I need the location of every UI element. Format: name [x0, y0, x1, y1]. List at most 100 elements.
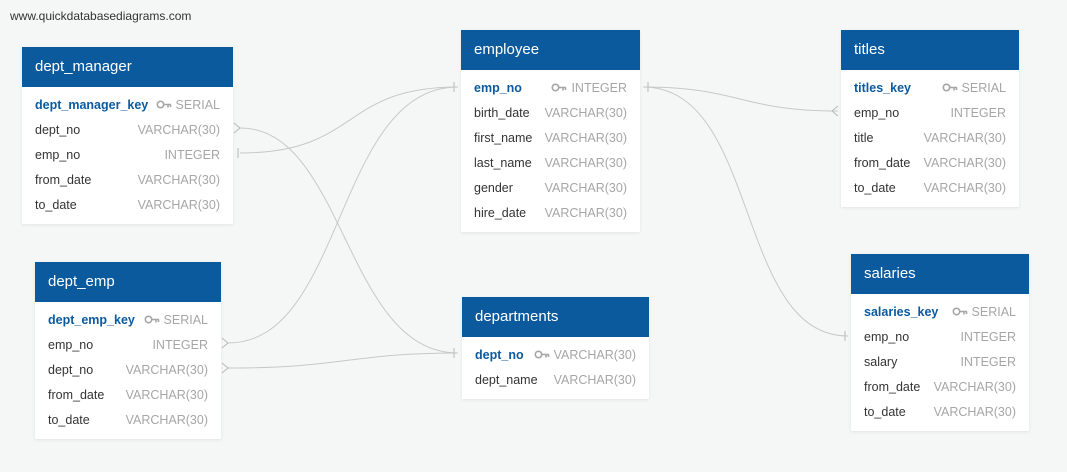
table-title[interactable]: dept_emp — [35, 262, 221, 302]
key-icon — [534, 350, 549, 359]
column-row[interactable]: emp_no INTEGER — [35, 333, 221, 358]
column-type: VARCHAR(30) — [137, 173, 220, 187]
column-name: dept_emp_key — [48, 313, 135, 327]
column-name: to_date — [48, 413, 90, 427]
column-type: INTEGER — [152, 338, 208, 352]
key-icon — [144, 315, 159, 324]
table-title[interactable]: titles — [841, 30, 1019, 70]
column-row[interactable]: gender VARCHAR(30) — [461, 176, 640, 201]
table-title[interactable]: employee — [461, 30, 640, 70]
column-name: to_date — [864, 405, 906, 419]
table-title[interactable]: dept_manager — [22, 47, 233, 87]
column-type: VARCHAR(30) — [125, 413, 208, 427]
column-row[interactable]: title VARCHAR(30) — [841, 126, 1019, 151]
column-row[interactable]: hire_date VARCHAR(30) — [461, 201, 640, 226]
column-name: hire_date — [474, 206, 527, 220]
column-row[interactable]: to_date VARCHAR(30) — [22, 193, 233, 218]
link-dept-manager-employee — [239, 86, 459, 154]
column-row[interactable]: dept_manager_key SERIAL — [22, 93, 233, 118]
column-type: VARCHAR(30) — [125, 388, 208, 402]
column-type: VARCHAR(30) — [137, 123, 220, 137]
key-icon — [952, 307, 967, 316]
column-type: VARCHAR(30) — [933, 380, 1016, 394]
table-title[interactable]: departments — [462, 297, 649, 337]
column-type: SERIAL — [961, 81, 1006, 95]
column-row[interactable]: dept_emp_key SERIAL — [35, 308, 221, 333]
column-name: dept_no — [475, 348, 524, 362]
column-type: SERIAL — [971, 305, 1016, 319]
column-name: emp_no — [854, 106, 900, 120]
table-titles[interactable]: titles titles_key SERIAL emp_no INTEGER … — [841, 30, 1019, 207]
column-name: emp_no — [864, 330, 910, 344]
column-name: last_name — [474, 156, 532, 170]
link-employee-salaries — [642, 86, 849, 337]
column-type: VARCHAR(30) — [544, 181, 627, 195]
column-row[interactable]: from_date VARCHAR(30) — [851, 375, 1029, 400]
column-row[interactable]: emp_no INTEGER — [851, 325, 1029, 350]
key-icon — [551, 83, 567, 92]
column-row[interactable]: emp_no INTEGER — [461, 76, 640, 101]
crowfoot-marker — [831, 105, 839, 117]
crowfoot-marker — [233, 122, 241, 134]
column-type: INTEGER — [571, 81, 627, 95]
table-title[interactable]: salaries — [851, 254, 1029, 294]
link-dept-emp-departments — [227, 352, 459, 369]
column-name: first_name — [474, 131, 533, 145]
column-name: emp_no — [48, 338, 94, 352]
watermark-text: www.quickdatabasediagrams.com — [10, 9, 192, 23]
table-salaries[interactable]: salaries salaries_key SERIAL emp_no INTE… — [851, 254, 1029, 431]
column-row[interactable]: to_date VARCHAR(30) — [851, 400, 1029, 425]
column-name: dept_no — [48, 363, 94, 377]
column-type: VARCHAR(30) — [923, 131, 1006, 145]
link-employee-titles — [642, 86, 839, 112]
column-name: salaries_key — [864, 305, 939, 319]
table-employee[interactable]: employee emp_no INTEGER birth_date VARCH… — [461, 30, 640, 232]
column-name: emp_no — [474, 81, 522, 95]
column-row[interactable]: from_date VARCHAR(30) — [22, 168, 233, 193]
column-type: VARCHAR(30) — [544, 106, 627, 120]
column-type: VARCHAR(30) — [553, 373, 636, 387]
column-row[interactable]: first_name VARCHAR(30) — [461, 126, 640, 151]
column-name: dept_manager_key — [35, 98, 149, 112]
column-row[interactable]: titles_key SERIAL — [841, 76, 1019, 101]
column-type: SERIAL — [163, 313, 208, 327]
column-row[interactable]: dept_no VARCHAR(30) — [462, 343, 649, 368]
column-row[interactable]: emp_no INTEGER — [841, 101, 1019, 126]
column-type: VARCHAR(30) — [544, 131, 627, 145]
column-type: INTEGER — [960, 330, 1016, 344]
table-dept-manager[interactable]: dept_manager dept_manager_key SERIAL dep… — [22, 47, 233, 224]
column-type: VARCHAR(30) — [544, 206, 627, 220]
column-row[interactable]: birth_date VARCHAR(30) — [461, 101, 640, 126]
column-type: VARCHAR(30) — [125, 363, 208, 377]
column-row[interactable]: last_name VARCHAR(30) — [461, 151, 640, 176]
column-row[interactable]: from_date VARCHAR(30) — [35, 383, 221, 408]
crowfoot-marker — [221, 362, 229, 374]
column-row[interactable]: to_date VARCHAR(30) — [841, 176, 1019, 201]
link-dept-emp-employee — [227, 86, 459, 344]
column-row[interactable]: salary INTEGER — [851, 350, 1029, 375]
table-dept-emp[interactable]: dept_emp dept_emp_key SERIAL emp_no INTE… — [35, 262, 221, 439]
column-row[interactable]: dept_name VARCHAR(30) — [462, 368, 649, 393]
column-name: from_date — [864, 380, 921, 394]
column-name: to_date — [35, 198, 77, 212]
crowfoot-marker — [221, 337, 229, 349]
column-row[interactable]: from_date VARCHAR(30) — [841, 151, 1019, 176]
column-row[interactable]: emp_no INTEGER — [22, 143, 233, 168]
link-dept-manager-departments — [239, 127, 459, 354]
column-name: emp_no — [35, 148, 81, 162]
column-row[interactable]: dept_no VARCHAR(30) — [22, 118, 233, 143]
column-name: titles_key — [854, 81, 911, 95]
column-name: to_date — [854, 181, 896, 195]
column-row[interactable]: dept_no VARCHAR(30) — [35, 358, 221, 383]
column-type: VARCHAR(30) — [137, 198, 220, 212]
column-type: VARCHAR(30) — [553, 348, 636, 362]
column-type: VARCHAR(30) — [923, 156, 1006, 170]
column-type: INTEGER — [164, 148, 220, 162]
column-row[interactable]: to_date VARCHAR(30) — [35, 408, 221, 433]
table-departments[interactable]: departments dept_no VARCHAR(30) dept_nam… — [462, 297, 649, 399]
column-name: salary — [864, 355, 898, 369]
column-type: SERIAL — [175, 98, 220, 112]
column-name: from_date — [48, 388, 105, 402]
column-name: birth_date — [474, 106, 530, 120]
column-row[interactable]: salaries_key SERIAL — [851, 300, 1029, 325]
